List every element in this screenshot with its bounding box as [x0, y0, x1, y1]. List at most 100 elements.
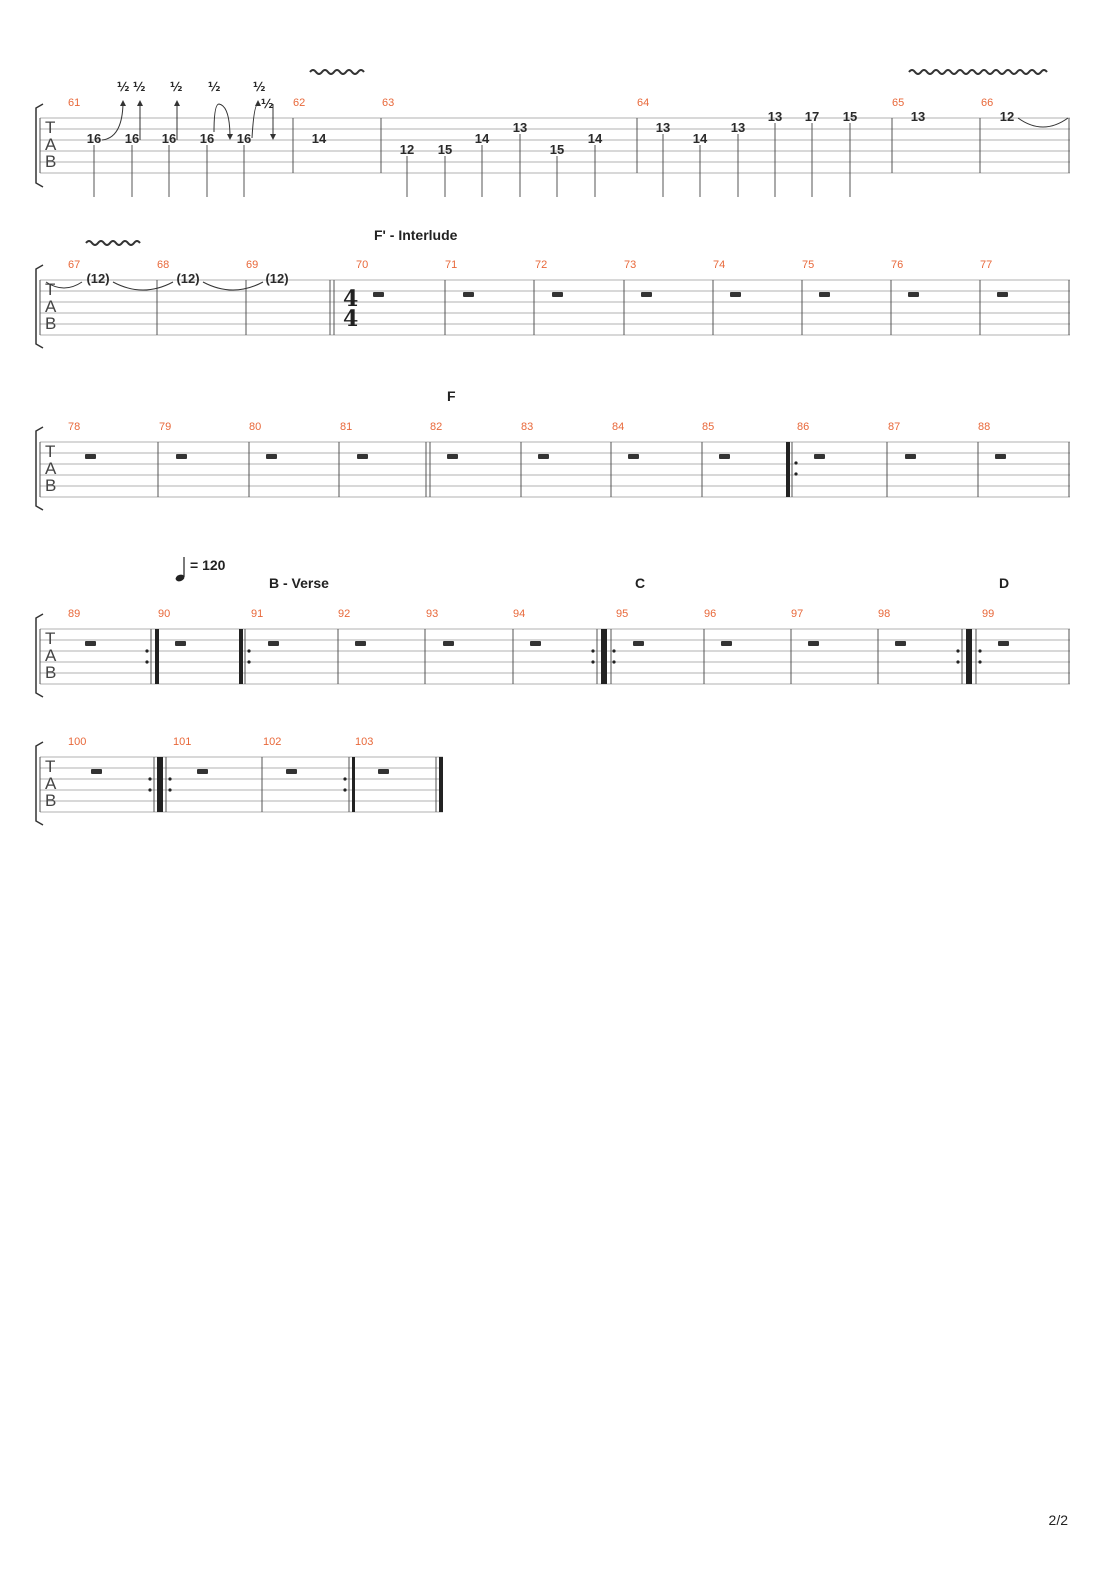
measure-number: 95 — [616, 608, 628, 620]
fret-number: 15 — [438, 142, 452, 157]
measure-number: 96 — [704, 608, 716, 620]
measure-number: 90 — [158, 608, 170, 620]
measure-number: 83 — [521, 421, 533, 433]
barlines — [39, 280, 1070, 335]
whole-rest — [266, 454, 277, 459]
section-marker: F — [447, 388, 456, 404]
bend-amount: ½ — [261, 97, 273, 111]
measure-number: 66 — [981, 97, 993, 109]
tab-clef-b: B — [45, 152, 56, 171]
barlines — [39, 757, 437, 812]
whole-rest — [175, 641, 186, 646]
whole-rest — [357, 454, 368, 459]
fret-number: 13 — [513, 120, 527, 135]
system-2: T A B F' - Interlude 67 68 69 70 71 72 7… — [35, 227, 1070, 349]
bend-amount: ½ — [117, 80, 129, 94]
repeat-dot — [794, 472, 798, 476]
bend-amount: ½ — [133, 80, 145, 94]
measure-number: 65 — [892, 97, 904, 109]
fret-number: 16 — [237, 131, 251, 146]
fret-number: 13 — [768, 109, 782, 124]
measure-number: 99 — [982, 608, 994, 620]
section-marker: D — [999, 575, 1009, 591]
rests — [85, 454, 1006, 459]
bend-amount: ½ — [170, 80, 182, 94]
whole-rest — [641, 292, 652, 297]
section-marker: F' - Interlude — [374, 227, 458, 243]
system-bracket — [35, 426, 44, 511]
measure-number: 86 — [797, 421, 809, 433]
time-signature-top: 4 — [343, 286, 358, 312]
measure-number: 84 — [612, 421, 624, 433]
measure-number: 101 — [173, 736, 191, 748]
tab-clef-b: B — [45, 791, 56, 810]
tie-arcs — [45, 281, 264, 291]
whole-rest — [995, 454, 1006, 459]
tied-fret-number: (12) — [86, 271, 109, 286]
page-number: 2/2 — [1048, 1512, 1068, 1528]
system-bracket — [35, 103, 44, 188]
measure-number: 92 — [338, 608, 350, 620]
tempo-value: = 120 — [190, 557, 226, 573]
tab-clef-b: B — [45, 314, 56, 333]
tab-clef-a: A — [45, 297, 57, 316]
fret-number: 16 — [200, 131, 214, 146]
measure-number: 73 — [624, 259, 636, 271]
measure-number: 76 — [891, 259, 903, 271]
tie-arc — [1017, 117, 1069, 128]
measure-number: 67 — [68, 259, 80, 271]
measure-number: 70 — [356, 259, 368, 271]
whole-rest — [447, 454, 458, 459]
tab-clef-t: T — [45, 442, 55, 461]
measure-number: 88 — [978, 421, 990, 433]
bend-arrowheads — [120, 100, 276, 140]
measure-number: 103 — [355, 736, 373, 748]
fret-number: 13 — [656, 120, 670, 135]
measure-number: 97 — [791, 608, 803, 620]
barlines — [39, 118, 1070, 173]
measure-number: 63 — [382, 97, 394, 109]
system-bracket — [35, 264, 44, 349]
section-marker: B - Verse — [269, 575, 329, 591]
rests — [373, 292, 1008, 297]
system-bracket — [35, 741, 44, 826]
measure-number: 79 — [159, 421, 171, 433]
measure-number: 69 — [246, 259, 258, 271]
whole-rest — [552, 292, 563, 297]
system-bracket — [35, 613, 44, 698]
tab-clef-b: B — [45, 663, 56, 682]
staff-lines — [40, 117, 1070, 174]
measure-number: 78 — [68, 421, 80, 433]
fret-number: 14 — [475, 131, 490, 146]
barlines — [39, 442, 1070, 497]
whole-rest — [197, 769, 208, 774]
whole-rest — [268, 641, 279, 646]
repeat-dot — [794, 461, 798, 465]
section-marker: C — [635, 575, 645, 591]
measure-number: 61 — [68, 97, 80, 109]
tied-fret-number: (12) — [265, 271, 288, 286]
staff-lines — [40, 279, 1070, 336]
tab-clef-a: A — [45, 135, 57, 154]
fret-number: 17 — [805, 109, 819, 124]
measure-number: 68 — [157, 259, 169, 271]
bend-amount: ½ — [208, 80, 220, 94]
fret-number: 14 — [693, 131, 708, 146]
measure-number: 80 — [249, 421, 261, 433]
whole-rest — [730, 292, 741, 297]
rests — [85, 641, 1009, 646]
repeat-dots — [148, 777, 347, 792]
measure-number: 102 — [263, 736, 281, 748]
tab-clef-t: T — [45, 757, 55, 776]
staff-lines — [40, 756, 443, 813]
measure-number: 64 — [637, 97, 649, 109]
whole-rest — [908, 292, 919, 297]
tab-clef-a: A — [45, 774, 57, 793]
whole-rest — [997, 292, 1008, 297]
whole-rest — [895, 641, 906, 646]
measure-number: 89 — [68, 608, 80, 620]
measure-number: 93 — [426, 608, 438, 620]
vibrato-mark — [85, 240, 141, 246]
whole-rest — [355, 641, 366, 646]
system-3: T A B F 78 79 80 81 82 83 84 85 86 87 88 — [35, 388, 1070, 511]
